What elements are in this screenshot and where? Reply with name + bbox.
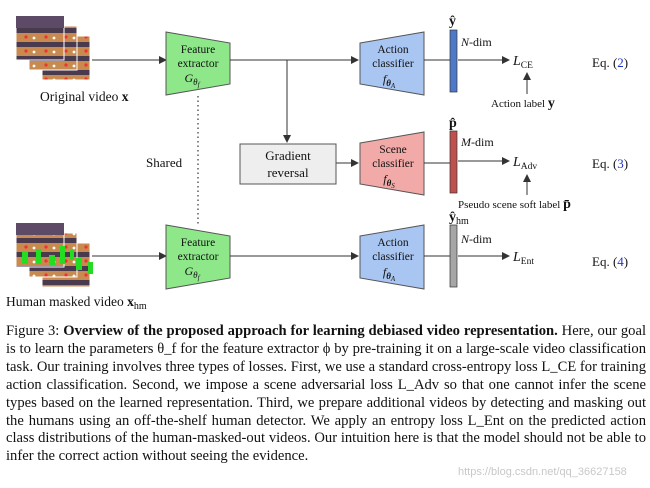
n-dim-label-bottom: N-dim — [460, 232, 492, 246]
svg-text:Gradient: Gradient — [265, 148, 311, 163]
svg-text:extractor: extractor — [178, 58, 219, 70]
svg-text:classifier: classifier — [372, 251, 414, 263]
p-hat-vector — [449, 130, 458, 194]
svg-text:classifier: classifier — [372, 58, 414, 70]
caption-title: Overview of the proposed approach for le… — [63, 323, 558, 339]
feature-extractor-bottom: Feature extractor Gθf — [165, 224, 231, 290]
watermark: https://blog.csdn.net/qq_36627158 — [458, 466, 627, 478]
masked-video-thumbnails — [15, 222, 93, 288]
svg-text:extractor: extractor — [178, 251, 219, 263]
svg-text:fθS: fθS — [383, 172, 395, 190]
loss-ce: LCE — [512, 54, 533, 71]
n-dim-label-top: N-dim — [460, 35, 492, 49]
original-video-thumbnails — [15, 15, 91, 81]
svg-text:Action: Action — [377, 44, 409, 56]
svg-text:reversal: reversal — [267, 165, 309, 180]
feature-extractor-top: Feature extractor Gθf — [165, 31, 231, 96]
p-hat-label: p̂ — [449, 116, 457, 131]
extractor-symbol-top: Gθf — [184, 71, 200, 89]
approach-diagram: Original video x Human masked video xhm … — [6, 14, 628, 312]
svg-text:fθA: fθA — [383, 72, 396, 90]
svg-text:Scene: Scene — [379, 144, 406, 156]
action-classifier-bottom: Action classifier fθA — [359, 224, 425, 290]
action-classifier-top: Action classifier fθA — [359, 31, 425, 96]
original-video-label: Original video x — [40, 89, 129, 104]
svg-text:Feature: Feature — [181, 44, 215, 56]
caption-body: Here, our goal is to learn the parameter… — [6, 323, 646, 465]
scene-classifier: Scene classifier fθS — [359, 131, 425, 196]
masked-video-label: Human masked video xhm — [6, 294, 147, 312]
loss-adv: LAdv — [512, 155, 537, 172]
eq-ref-4: Eq. (4) — [592, 254, 628, 269]
svg-text:Action: Action — [377, 237, 409, 249]
m-dim-label: M-dim — [460, 135, 494, 149]
loss-ent: LEnt — [512, 250, 534, 267]
y-hm-label: ŷhm — [449, 210, 469, 227]
eq-ref-3: Eq. (3) — [592, 156, 628, 171]
eq-ref-2: Eq. (2) — [592, 55, 628, 70]
svg-text:fθA: fθA — [383, 265, 396, 283]
y-hat-vector — [449, 29, 458, 93]
caption-figure-number: Figure 3: — [6, 323, 60, 339]
figure-caption: Figure 3: Overview of the proposed appro… — [6, 323, 646, 466]
svg-text:Feature: Feature — [181, 237, 215, 249]
pseudo-label-text: Pseudo scene soft label p̄ — [458, 197, 571, 212]
svg-text:classifier: classifier — [372, 158, 414, 170]
action-label-text: Action label y — [491, 96, 555, 111]
gradient-reversal-box: Gradient reversal — [239, 143, 337, 185]
extractor-symbol-bottom: Gθf — [184, 264, 200, 282]
y-hm-vector — [449, 224, 458, 288]
y-hat-label: ŷ — [449, 14, 456, 29]
shared-label: Shared — [146, 155, 183, 170]
